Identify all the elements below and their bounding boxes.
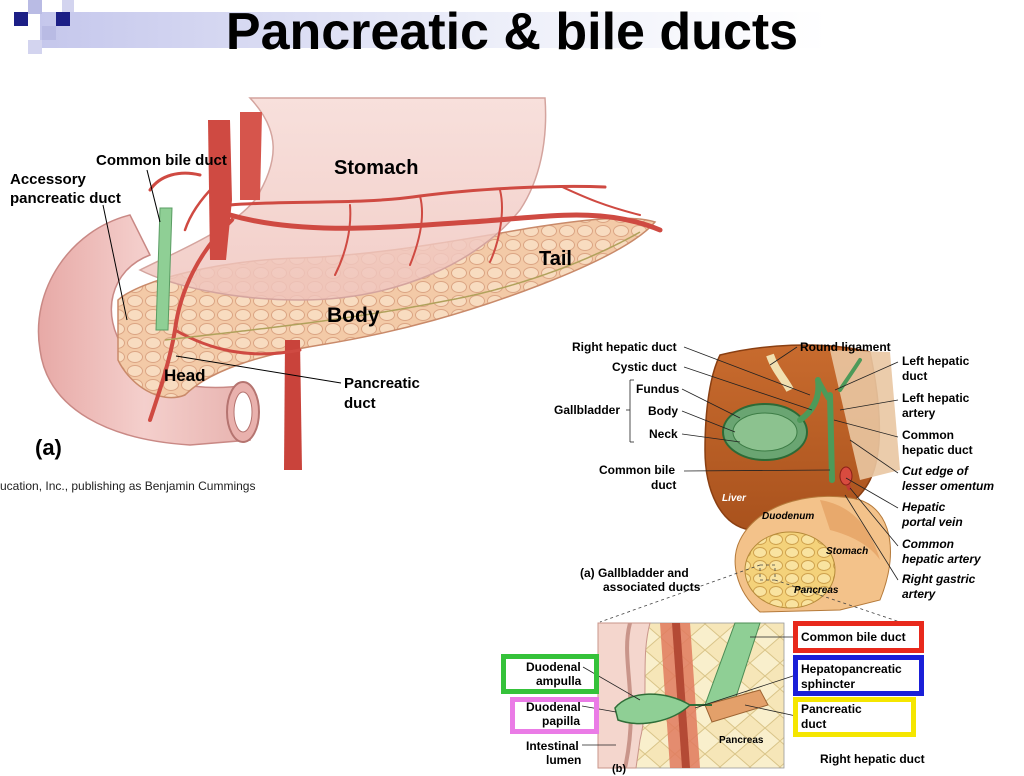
label-duodenal-ampulla-1: Duodenal — [526, 660, 581, 674]
label-duodenal-papilla-1: Duodenal — [526, 700, 581, 714]
label-left-hepatic-artery-1: Left hepatic — [902, 391, 970, 405]
label-pancreas-small: Pancreas — [794, 585, 839, 596]
label-body: Body — [327, 304, 380, 327]
label-right-gastric-2: artery — [902, 587, 936, 601]
label-liver: Liver — [722, 493, 746, 504]
panel-label-b: (b) — [612, 763, 627, 775]
corner-square-lavender-3 — [28, 40, 42, 54]
label-neck: Neck — [649, 427, 678, 441]
label-common-hepatic-artery-1: Common — [902, 537, 954, 551]
label-accessory-duct-line1: Accessory — [10, 171, 86, 188]
label-duodenal-papilla-2: papilla — [542, 714, 581, 728]
label-left-hepatic-duct-2: duct — [902, 369, 928, 383]
slide-title: Pancreatic & bile ducts — [225, 3, 799, 61]
panel-label-a: (a) — [35, 435, 62, 460]
label-hepatic-portal-2: portal vein — [902, 515, 963, 529]
label-common-bile-line2: duct — [651, 478, 677, 492]
label-left-hepatic-artery-2: artery — [902, 406, 936, 420]
corner-square-navy — [14, 12, 28, 26]
label-hepatic-portal-1: Hepatic — [902, 500, 946, 514]
label-common-hepatic-duct-1: Common — [902, 428, 954, 442]
label-accessory-duct-line2: pancreatic duct — [10, 190, 121, 207]
label-duodenum: Duodenum — [762, 511, 815, 522]
label-hepatopancreatic-2: sphincter — [801, 677, 856, 691]
label-stomach: Stomach — [334, 157, 419, 179]
label-hepatopancreatic-1: Hepatopancreatic — [801, 662, 902, 676]
label-pancreatic-duct-line1: Pancreatic — [344, 375, 420, 392]
highlight-box-duodenal-ampulla — [501, 654, 599, 694]
highlight-box-pancreatic-duct — [793, 697, 916, 737]
label-cystic-duct: Cystic duct — [612, 360, 677, 374]
label-fundus: Fundus — [636, 382, 680, 396]
corner-square-lavender-1 — [28, 0, 42, 14]
corner-square-navy-2 — [56, 12, 70, 26]
label-tail: Tail — [539, 248, 572, 270]
highlight-box-common-bile-duct — [793, 621, 924, 653]
label-round-ligament: Round ligament — [800, 340, 891, 354]
label-common-bile-duct: Common bile duct — [96, 152, 227, 169]
label-left-hepatic-duct-1: Left hepatic — [902, 354, 970, 368]
publisher-credit: ucation, Inc., publishing as Benjamin Cu… — [0, 479, 256, 493]
label-stomach-small: Stomach — [826, 546, 869, 557]
label-right-hepatic-duct: Right hepatic duct — [572, 340, 677, 354]
label-common-hepatic-artery-2: hepatic artery — [902, 552, 981, 566]
label-right-hepatic-duct-bottom: Right hepatic duct — [820, 752, 925, 766]
label-duodenal-ampulla-2: ampulla — [536, 674, 582, 688]
label-cut-edge-2: lesser omentum — [902, 479, 995, 493]
corner-square-lavender-4 — [62, 0, 74, 12]
highlight-box-hepatopancreatic-sphincter — [793, 655, 924, 696]
label-pancreatic-duct-boxed-1: Pancreatic — [801, 702, 862, 716]
label-head: Head — [164, 366, 206, 385]
label-gb-body: Body — [648, 404, 678, 418]
label-pancreatic-duct-line2: duct — [344, 395, 376, 412]
label-cut-edge-1: Cut edge of — [902, 464, 968, 478]
label-gallbladder: Gallbladder — [554, 403, 621, 417]
caption-a-line1: (a) Gallbladder and — [580, 566, 689, 580]
label-inset-pancreas: Pancreas — [719, 735, 764, 746]
label-common-bile-line1: Common bile — [599, 463, 676, 477]
label-common-hepatic-duct-2: hepatic duct — [902, 443, 973, 457]
label-right-gastric-1: Right gastric — [902, 572, 976, 586]
label-common-bile-duct-boxed: Common bile duct — [801, 630, 906, 644]
corner-square-lavender-2 — [42, 26, 56, 40]
highlight-box-duodenal-papilla — [510, 697, 599, 734]
label-pancreatic-duct-boxed-2: duct — [801, 717, 827, 731]
label-intestinal-lumen-1: Intestinal — [526, 739, 579, 753]
title-gradient-bar — [40, 12, 1024, 48]
caption-a-line2: associated ducts — [603, 580, 701, 594]
label-intestinal-lumen-2: lumen — [546, 753, 582, 767]
